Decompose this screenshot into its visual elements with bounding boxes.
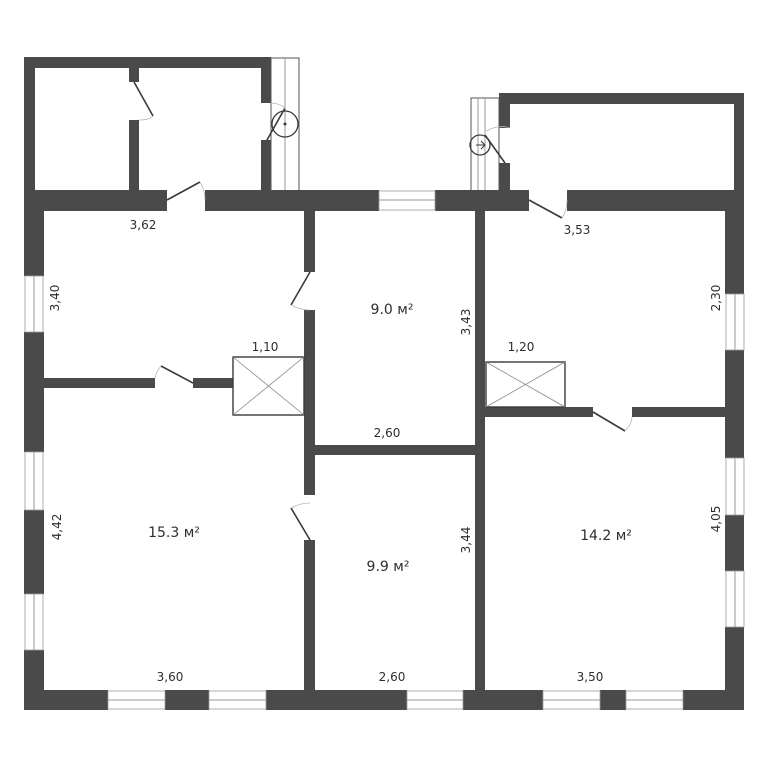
room-area-label: 9.0 м² <box>370 302 414 318</box>
dimension-label: 3,44 <box>459 526 473 554</box>
dimension-label: 2,60 <box>373 426 401 440</box>
dimension-label: 2,30 <box>709 284 723 312</box>
dimension-label: 3,62 <box>129 218 157 232</box>
dimension-label: 4,05 <box>709 505 723 533</box>
balcony-right <box>469 97 511 193</box>
dimension-label: 3,50 <box>576 670 604 684</box>
dimension-label: 3,53 <box>563 223 591 237</box>
entrance-circle-icon <box>271 110 299 138</box>
annex-left-walls <box>24 57 271 197</box>
dimension-label: 2,60 <box>378 670 406 684</box>
doors <box>154 181 633 541</box>
dimension-label: 3,43 <box>459 308 473 336</box>
room-area-label: 9.9 м² <box>366 559 410 575</box>
windows <box>24 190 745 710</box>
shaft-right <box>485 361 566 408</box>
entrance-arrow-circle-icon <box>469 134 491 156</box>
outer-walls <box>24 190 744 710</box>
annex-right-walls <box>499 93 744 213</box>
room-area-label: 14.2 м² <box>580 528 632 544</box>
dimension-label: 4,42 <box>50 513 64 541</box>
room-area-label: 15.3 м² <box>148 525 200 541</box>
interior-walls <box>44 200 725 700</box>
balcony-left <box>133 57 300 193</box>
dimension-label: 3,60 <box>156 670 184 684</box>
shaft-left <box>232 356 305 416</box>
dimension-label: 3,40 <box>48 284 62 312</box>
shaft-label: 1,20 <box>507 340 535 354</box>
shaft-label: 1,10 <box>251 340 279 354</box>
